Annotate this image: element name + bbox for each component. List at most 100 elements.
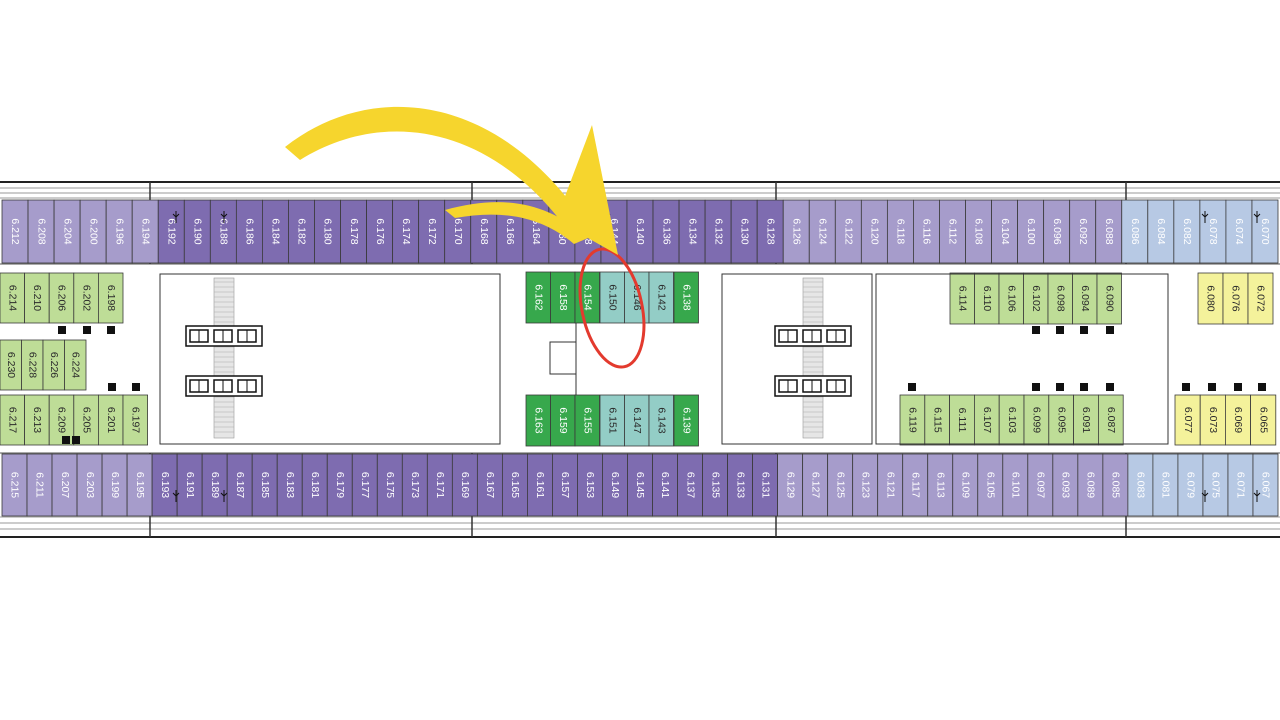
cabin-block[interactable] <box>1048 394 1075 446</box>
cabin-block[interactable] <box>201 453 228 517</box>
cabin-block[interactable] <box>525 271 551 324</box>
cabin-block[interactable] <box>1173 199 1201 264</box>
cabin-block[interactable] <box>913 199 940 264</box>
cabin-block[interactable] <box>965 199 992 264</box>
cabin-block[interactable] <box>1250 394 1277 446</box>
cabin-block[interactable] <box>1199 199 1227 264</box>
cabin-block[interactable] <box>886 199 914 264</box>
cabin-block[interactable] <box>673 271 699 324</box>
cabin-block[interactable] <box>1102 453 1129 517</box>
cabin-block[interactable] <box>525 394 551 447</box>
cabin-block[interactable] <box>98 272 124 324</box>
cabin-block[interactable] <box>1096 272 1122 325</box>
cabin-block[interactable] <box>648 271 674 324</box>
cabin-block[interactable] <box>76 453 103 517</box>
cabin-block[interactable] <box>627 453 653 517</box>
cabin-block[interactable] <box>1227 453 1254 517</box>
cabin-block[interactable] <box>1177 453 1204 517</box>
cabin-block[interactable] <box>476 453 503 517</box>
cabin-block[interactable] <box>730 199 758 264</box>
cabin-block[interactable] <box>998 394 1025 446</box>
cabin-block[interactable] <box>251 453 278 517</box>
cabin-block[interactable] <box>376 453 403 517</box>
cabin-block[interactable] <box>1027 453 1054 517</box>
cabin-block[interactable] <box>418 199 446 264</box>
cabin-block[interactable] <box>183 199 211 264</box>
cabin-block[interactable] <box>1199 394 1226 446</box>
cabin-block[interactable] <box>1251 199 1279 264</box>
cabin-block[interactable] <box>1121 199 1149 264</box>
cabin-block[interactable] <box>574 394 600 447</box>
cabin-block[interactable] <box>924 394 950 446</box>
cabin-block[interactable] <box>652 199 680 264</box>
cabin-block[interactable] <box>235 199 263 264</box>
cabin-block[interactable] <box>991 199 1018 264</box>
cabin-block[interactable] <box>126 453 153 517</box>
cabin-block[interactable] <box>949 272 975 325</box>
cabin-block[interactable] <box>27 199 55 264</box>
cabin-block[interactable] <box>1069 199 1097 264</box>
cabin-block[interactable] <box>949 394 975 446</box>
cabin-block[interactable] <box>1222 272 1249 325</box>
cabin-block[interactable] <box>599 271 625 324</box>
cabin-block[interactable] <box>340 199 367 264</box>
cabin-block[interactable] <box>1 453 28 517</box>
cabin-block[interactable] <box>677 453 703 517</box>
cabin-block[interactable] <box>550 394 576 447</box>
cabin-block[interactable] <box>392 199 420 264</box>
cabin-block[interactable] <box>624 394 650 447</box>
cabin-block[interactable] <box>852 453 879 517</box>
cabin-block[interactable] <box>366 199 394 264</box>
cabin-block[interactable] <box>902 453 929 517</box>
cabin-block[interactable] <box>226 453 253 517</box>
cabin-block[interactable] <box>48 272 75 324</box>
cabin-block[interactable] <box>977 453 1004 517</box>
cabin-block[interactable] <box>602 453 628 517</box>
cabin-block[interactable] <box>122 394 149 446</box>
cabin-block[interactable] <box>877 453 904 517</box>
cabin-block[interactable] <box>326 453 353 517</box>
cabin-block[interactable] <box>1023 394 1050 446</box>
cabin-block[interactable] <box>24 394 50 446</box>
cabin-block[interactable] <box>599 394 625 447</box>
cabin-block[interactable] <box>527 453 553 517</box>
cabin-block[interactable] <box>1152 453 1179 517</box>
cabin-block[interactable] <box>1147 199 1175 264</box>
cabin-block[interactable] <box>1047 272 1073 325</box>
cabin-block[interactable] <box>26 453 53 517</box>
cabin-block[interactable] <box>834 199 862 264</box>
cabin-block[interactable] <box>577 453 603 517</box>
cabin-block[interactable] <box>64 339 87 391</box>
cabin-block[interactable] <box>998 272 1024 325</box>
cabin-block[interactable] <box>802 453 829 517</box>
cabin-block[interactable] <box>0 272 26 324</box>
cabin-block[interactable] <box>1247 272 1274 325</box>
cabin-block[interactable] <box>131 199 159 264</box>
cabin-block[interactable] <box>1098 394 1124 446</box>
cabin-block[interactable] <box>24 272 50 324</box>
cabin-block[interactable] <box>1073 394 1099 446</box>
cabin-block[interactable] <box>301 453 328 517</box>
cabin-block[interactable] <box>1052 453 1079 517</box>
cabin-block[interactable] <box>974 394 1000 446</box>
cabin-block[interactable] <box>927 453 954 517</box>
cabin-block[interactable] <box>1225 199 1253 264</box>
cabin-block[interactable] <box>808 199 836 264</box>
cabin-block[interactable] <box>550 271 576 324</box>
cabin-block[interactable] <box>51 453 78 517</box>
cabin-block[interactable] <box>678 199 706 264</box>
cabin-block[interactable] <box>209 199 237 264</box>
cabin-block[interactable] <box>648 394 674 447</box>
cabin-block[interactable] <box>899 394 926 446</box>
cabin-block[interactable] <box>1252 453 1279 517</box>
cabin-block[interactable] <box>98 394 124 446</box>
cabin-block[interactable] <box>860 199 888 264</box>
cabin-block[interactable] <box>176 453 203 517</box>
cabin-block[interactable] <box>1072 272 1098 325</box>
cabin-block[interactable] <box>426 453 453 517</box>
cabin-block[interactable] <box>1017 199 1045 264</box>
cabin-block[interactable] <box>1023 272 1049 325</box>
cabin-block[interactable] <box>1002 453 1029 517</box>
cabin-block[interactable] <box>552 453 578 517</box>
cabin-block[interactable] <box>974 272 1000 325</box>
